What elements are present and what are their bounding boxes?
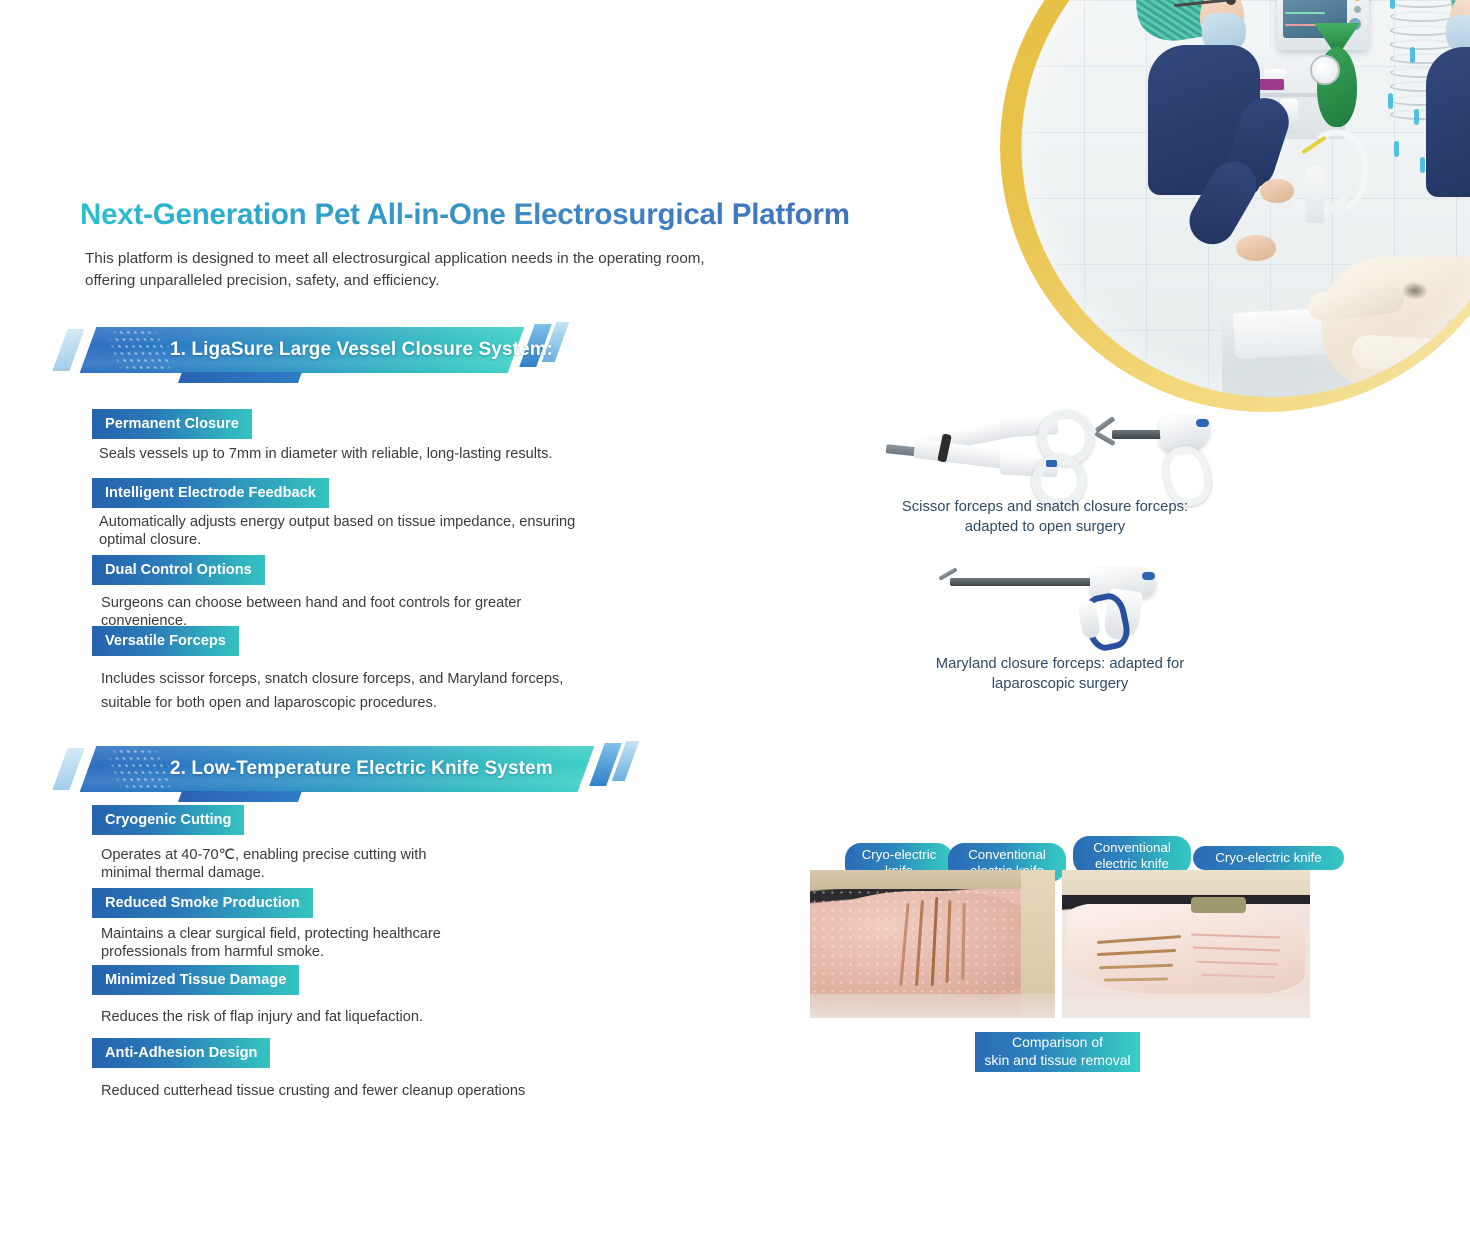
section-banner-1-label: 1. LigaSure Large Vessel Closure System: (170, 339, 554, 360)
feature-tag-label: Dual Control Options (105, 562, 252, 578)
feature-tag-label: Cryogenic Cutting (105, 812, 232, 828)
comparison-photo-right (1062, 870, 1310, 1018)
feature-tag-label: Minimized Tissue Damage (105, 972, 287, 988)
feature-body-minimized-tissue-damage: Reduces the risk of flap injury and fat … (101, 1009, 424, 1025)
operating-room-photo (1022, 0, 1470, 397)
feature-tag-label: Versatile Forceps (105, 633, 226, 649)
page-title: Next-Generation Pet All-in-One Electrosu… (80, 198, 850, 231)
feature-tag-minimized-tissue-damage: Minimized Tissue Damage (92, 965, 300, 995)
section-banner-2-label: 2. Low-Temperature Electric Knife System (170, 758, 553, 779)
feature-tag-dual-control-options: Dual Control Options (92, 555, 265, 585)
product-caption-1: Scissor forceps and snatch closure force… (901, 499, 1189, 535)
scissor-forceps-photo (880, 410, 1217, 511)
feature-tag-label: Reduced Smoke Production (105, 895, 300, 911)
feature-body-cryogenic-cutting: Operates at 40-70℃, enabling precise cut… (101, 847, 427, 882)
feature-tag-anti-adhesion-design: Anti-Adhesion Design (92, 1038, 271, 1068)
feature-tag-label: Intelligent Electrode Feedback (105, 485, 316, 501)
feature-body-permanent-closure: Seals vessels up to 7mm in diameter with… (99, 446, 553, 462)
comparison-caption: Comparison of skin and tissue removal (975, 1032, 1140, 1072)
section-banner-2: 2. Low-Temperature Electric Knife System (52, 734, 640, 808)
feature-body-intelligent-electrode-feedback: Automatically adjusts energy output base… (99, 514, 576, 549)
maryland-forceps-photo (930, 560, 1190, 654)
pressure-gauge-icon (1310, 55, 1340, 85)
feature-tag-label: Permanent Closure (105, 416, 239, 432)
comparison-label-3: Conventional electric knife (1073, 836, 1191, 876)
hero-image (1000, 0, 1470, 412)
page-intro: This platform is designed to meet all el… (85, 250, 705, 289)
feature-tag-cryogenic-cutting: Cryogenic Cutting (92, 805, 245, 835)
product-caption-2: Maryland closure forceps: adapted for la… (935, 656, 1185, 692)
feature-tag-versatile-forceps: Versatile Forceps (92, 626, 239, 656)
comparison-label-4: Cryo-electric knife (1193, 846, 1344, 870)
feature-body-dual-control-options: Surgeons can choose between hand and foo… (101, 595, 522, 630)
comparison-photo-left (810, 870, 1055, 1018)
feature-tag-permanent-closure: Permanent Closure (92, 409, 252, 439)
feature-tag-label: Anti-Adhesion Design (105, 1045, 258, 1061)
feature-tag-intelligent-electrode-feedback: Intelligent Electrode Feedback (92, 478, 329, 508)
section-banner-1: 1. LigaSure Large Vessel Closure System: (52, 315, 570, 389)
feature-body-versatile-forceps: Includes scissor forceps, snatch closure… (101, 671, 564, 711)
feature-body-reduced-smoke-production: Maintains a clear surgical field, protec… (101, 926, 441, 961)
feature-tag-reduced-smoke-production: Reduced Smoke Production (92, 888, 313, 918)
feature-body-anti-adhesion-design: Reduced cutterhead tissue crusting and f… (101, 1083, 526, 1099)
